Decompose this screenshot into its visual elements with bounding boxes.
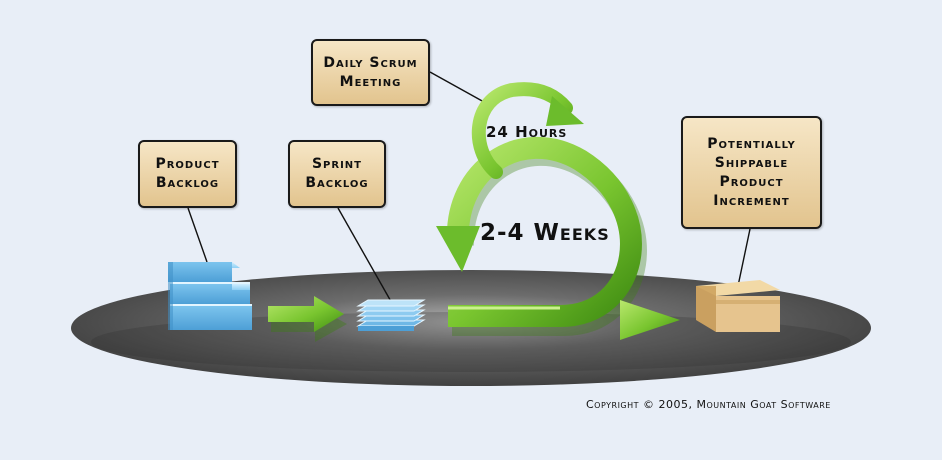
shippable-box-icon [696, 280, 780, 332]
leader-line-increment [737, 228, 751, 287]
sprint-backlog-callout: Sprint Backlog [288, 140, 386, 208]
product-backlog-callout: Product Backlog [138, 140, 237, 208]
leader-line-sprint-backlog [337, 207, 394, 306]
sprint-cycle-arrow-icon [436, 137, 680, 340]
leader-line-daily-scrum [429, 71, 485, 103]
daily-cycle-label: 24 Hours [486, 123, 568, 141]
daily-cycle-arrow-icon [471, 82, 584, 179]
daily-scrum-callout: Daily Scrum Meeting [311, 39, 430, 106]
sprint-cycle-label: 2-4 Weeks [480, 220, 610, 246]
increment-callout: Potentially Shippable Product Increment [681, 116, 822, 229]
leader-line-product-backlog [187, 207, 208, 263]
copyright-text: Copyright © 2005, Mountain Goat Software [586, 398, 831, 411]
platform-shadow [91, 312, 851, 372]
sprint-backlog-sheets-icon [356, 299, 426, 331]
arrow-product-to-sprint-icon [268, 296, 347, 342]
product-backlog-blocks-icon [168, 262, 252, 330]
platform-disc [71, 270, 871, 386]
